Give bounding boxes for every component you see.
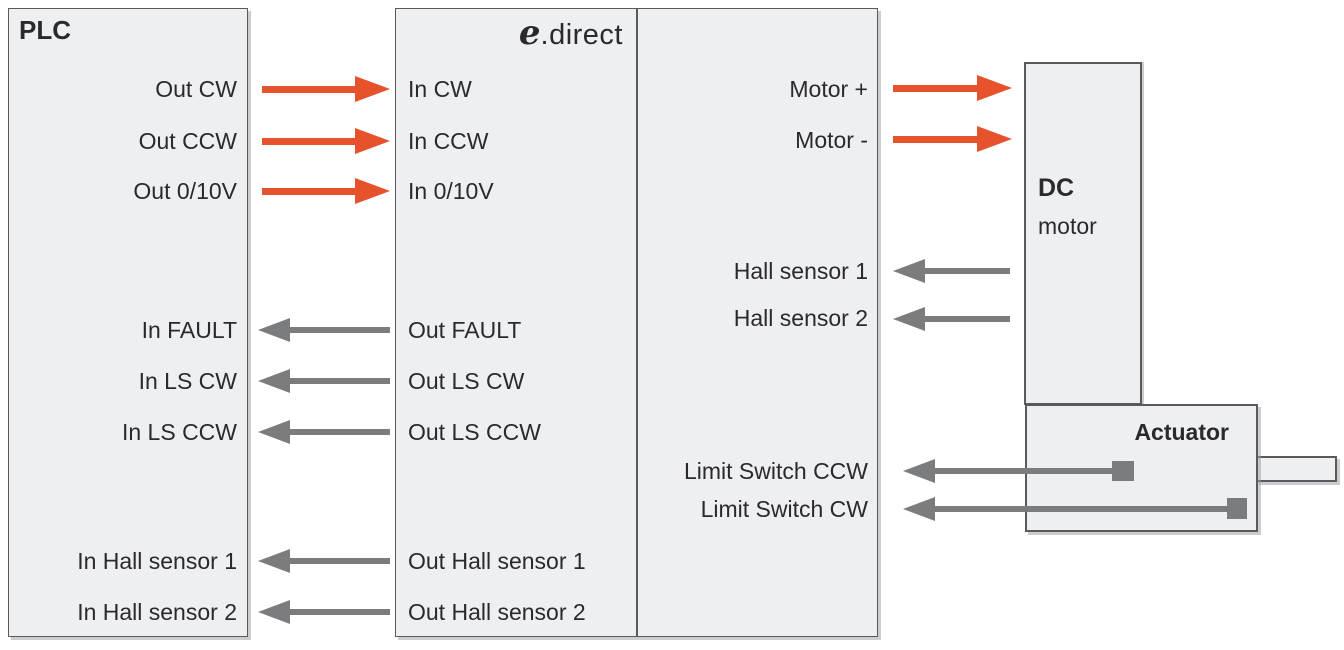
edirect-label-motor-minus: Motor - xyxy=(795,127,868,153)
edirect-label-out-hall1: Out Hall sensor 1 xyxy=(408,548,586,574)
arrow-out-cw xyxy=(262,76,390,102)
edirect-box xyxy=(395,8,878,637)
edirect-label-in-cw: In CW xyxy=(408,76,472,102)
edirect-label-hall1: Hall sensor 1 xyxy=(733,258,868,284)
arrow-shaft xyxy=(921,316,1010,322)
arrow-shaft xyxy=(893,136,982,143)
arrow-left-head xyxy=(258,369,290,393)
plc-label-in-hall1: In Hall sensor 1 xyxy=(77,548,237,574)
arrow-fault-to-plc xyxy=(258,318,390,342)
edirect-label-out-ls-cw: Out LS CW xyxy=(408,368,525,394)
arrow-shaft xyxy=(286,429,390,435)
arrow-hall2-to-edirect xyxy=(893,307,1010,331)
arrow-hall1-to-plc xyxy=(258,549,390,573)
plc-label-in-fault: In FAULT xyxy=(141,317,237,343)
arrow-left-head xyxy=(893,307,925,331)
actuator-rod xyxy=(1256,456,1337,482)
arrow-left-head xyxy=(893,259,925,283)
edirect-label-out-hall2: Out Hall sensor 2 xyxy=(408,599,586,625)
edirect-label-limit-ccw: Limit Switch CCW xyxy=(683,458,868,484)
plc-label-out-ccw: Out CCW xyxy=(138,128,237,154)
edirect-label-motor-plus: Motor + xyxy=(789,76,868,102)
arrow-left-head xyxy=(903,459,935,483)
arrow-shaft xyxy=(286,558,390,564)
arrow-hall2-to-plc xyxy=(258,600,390,624)
dc-motor-title: DC xyxy=(1038,174,1075,202)
edirect-label-limit-cw: Limit Switch CW xyxy=(700,496,868,522)
arrow-right-head xyxy=(355,76,390,102)
arrow-left-head xyxy=(258,600,290,624)
plc-label-in-ls-ccw: In LS CCW xyxy=(121,419,237,445)
arrow-shaft xyxy=(286,327,390,333)
arrow-ls-ccw-to-plc xyxy=(258,420,390,444)
edirect-label-out-fault: Out FAULT xyxy=(408,317,522,343)
limit-switch-ccw-marker xyxy=(1112,461,1134,481)
arrow-left-head xyxy=(258,549,290,573)
arrow-shaft xyxy=(262,188,360,195)
arrow-left-head xyxy=(903,497,935,521)
arrow-right-head xyxy=(977,75,1012,101)
arrow-shaft xyxy=(893,85,982,92)
edirect-brand-e: e xyxy=(518,13,541,53)
dc-motor-subtitle: motor xyxy=(1038,213,1097,239)
arrow-motor-minus xyxy=(893,126,1012,152)
arrow-limit-cw-to-edirect xyxy=(903,497,1227,521)
edirect-label-out-ls-ccw: Out LS CCW xyxy=(408,419,541,445)
arrow-left-head xyxy=(258,420,290,444)
plc-title: PLC xyxy=(19,15,71,45)
edirect-brand: e.direct xyxy=(395,16,623,52)
plc-box xyxy=(8,8,248,637)
actuator-title: Actuator xyxy=(1134,419,1229,445)
plc-label-in-ls-cw: In LS CW xyxy=(138,368,237,394)
edirect-brand-suffix: .direct xyxy=(540,19,623,51)
arrow-shaft xyxy=(262,138,360,145)
arrow-shaft xyxy=(286,609,390,615)
plc-label-out-010v: Out 0/10V xyxy=(133,178,237,204)
arrow-shaft xyxy=(931,506,1227,512)
plc-label-in-hall2: In Hall sensor 2 xyxy=(77,599,237,625)
arrow-motor-plus xyxy=(893,75,1012,101)
arrow-right-head xyxy=(977,126,1012,152)
arrow-right-head xyxy=(355,128,390,154)
limit-switch-cw-marker xyxy=(1227,498,1247,519)
edirect-divider xyxy=(636,9,638,636)
edirect-label-in-ccw: In CCW xyxy=(408,128,489,154)
arrow-ls-cw-to-plc xyxy=(258,369,390,393)
arrow-out-010v xyxy=(262,178,390,204)
arrow-limit-ccw-to-edirect xyxy=(903,459,1113,483)
arrow-shaft xyxy=(262,86,360,93)
arrow-left-head xyxy=(258,318,290,342)
arrow-shaft xyxy=(921,268,1010,274)
edirect-label-hall2: Hall sensor 2 xyxy=(733,305,868,331)
arrow-right-head xyxy=(355,178,390,204)
arrow-shaft xyxy=(931,468,1113,474)
arrow-out-ccw xyxy=(262,128,390,154)
arrow-shaft xyxy=(286,378,390,384)
dc-motor-box xyxy=(1024,62,1142,405)
plc-label-out-cw: Out CW xyxy=(155,76,237,102)
arrow-hall1-to-edirect xyxy=(893,259,1010,283)
edirect-label-in-010v: In 0/10V xyxy=(408,178,494,204)
